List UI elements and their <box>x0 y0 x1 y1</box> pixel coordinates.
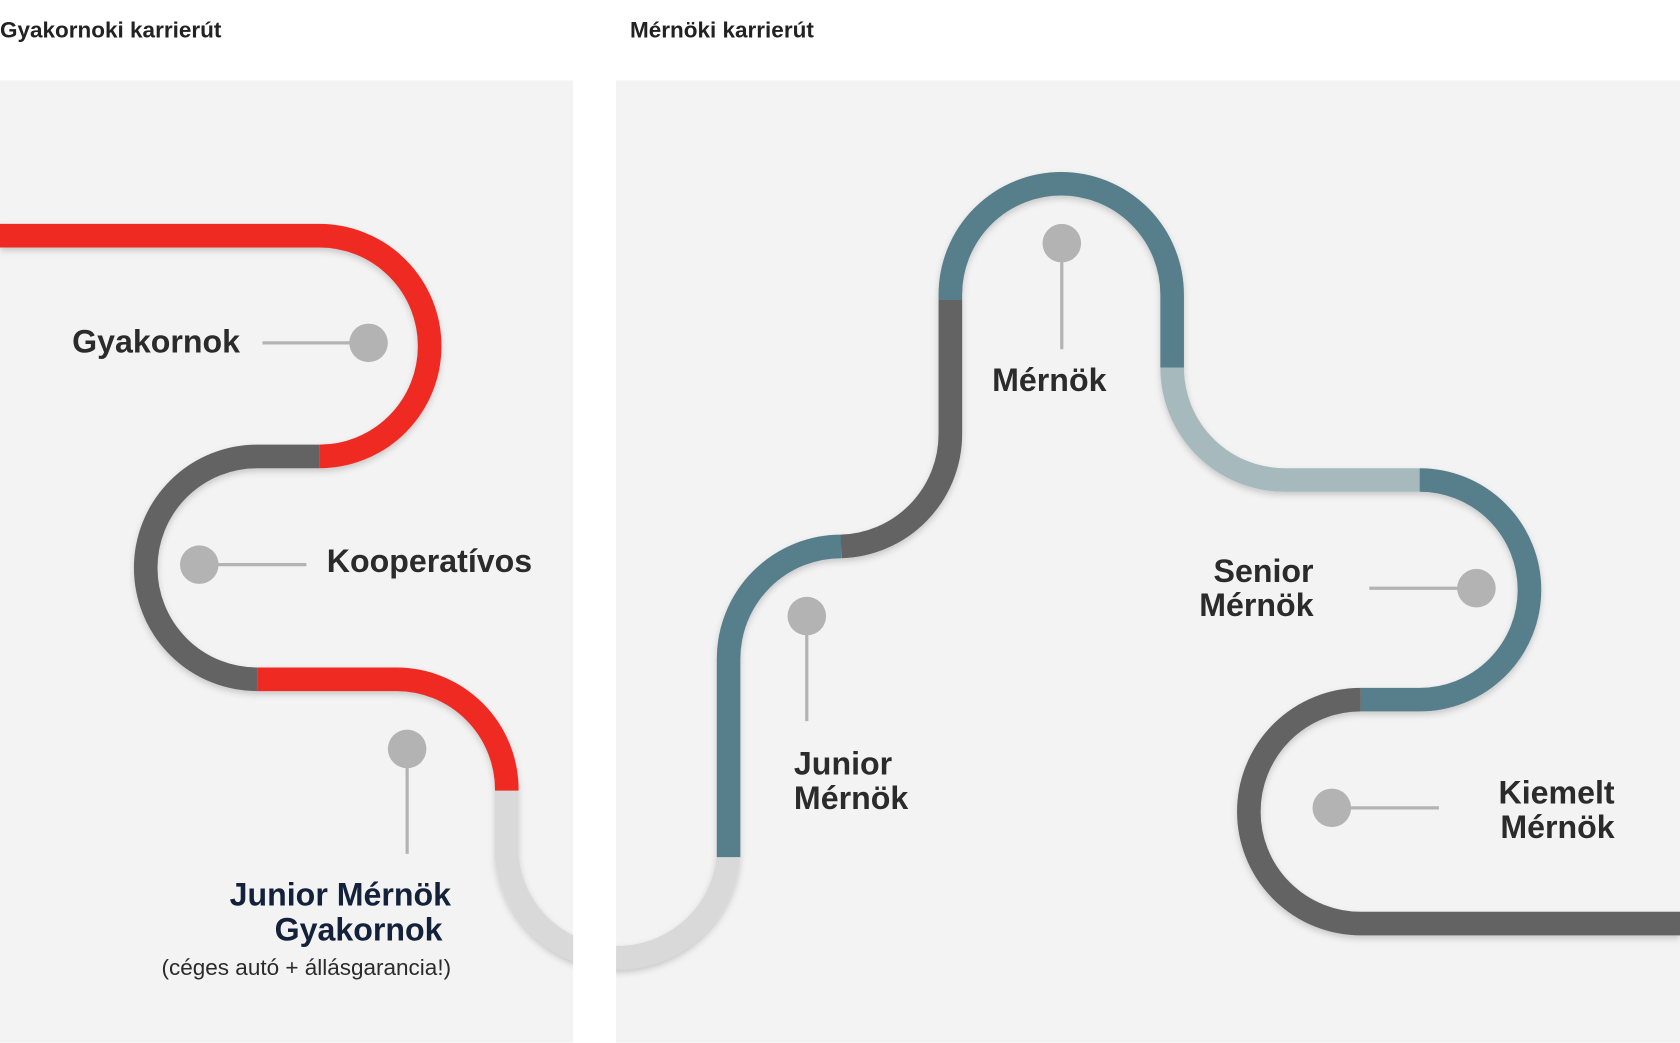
pin-junior-engineer <box>787 596 827 636</box>
path-segment-coop <box>133 444 320 692</box>
pin-kooperativos <box>180 545 219 584</box>
path-segment-principal <box>1236 687 1680 936</box>
label-junior-intern-2: Gyakornok <box>274 912 443 949</box>
path-segment-engineer-light <box>1160 367 1420 492</box>
label-senior-1: Senior <box>1213 553 1314 590</box>
label-principal-2: Mérnök <box>1500 810 1615 846</box>
panel-divider <box>573 80 617 1043</box>
path-segment-junior-gray <box>840 300 963 559</box>
pin-junior-intern <box>387 729 427 769</box>
path-segment-senior <box>1360 468 1542 712</box>
internship-career-heading: Gyakornoki karrierút <box>0 18 222 43</box>
pin-gyakornok <box>349 323 388 363</box>
label-engineer: Mérnök <box>992 363 1107 399</box>
path-segment-intern <box>0 223 442 469</box>
label-gyakornok: Gyakornok <box>72 324 241 361</box>
label-senior-2: Mérnök <box>1199 588 1314 624</box>
path-segment-junior-intern <box>257 667 519 791</box>
label-junior-intern-1: Junior Mérnök <box>229 877 452 913</box>
label-kooperativos: Kooperatívos <box>326 544 533 580</box>
path-segment-junior-engineer <box>716 534 842 858</box>
label-junior-intern-note: (céges autó + állásgarancia!) <box>161 955 452 981</box>
pin-engineer <box>1042 223 1082 263</box>
path-segment-transition <box>495 790 741 970</box>
pin-senior <box>1457 568 1496 608</box>
label-junior-engineer-1: Junior <box>793 746 893 783</box>
pin-principal <box>1312 788 1352 828</box>
label-junior-engineer-2: Mérnök <box>793 781 909 817</box>
engineering-career-heading: Mérnöki karrierút <box>630 18 814 43</box>
path-segment-engineer <box>938 171 1184 368</box>
label-principal-1: Kiemelt <box>1498 775 1615 812</box>
